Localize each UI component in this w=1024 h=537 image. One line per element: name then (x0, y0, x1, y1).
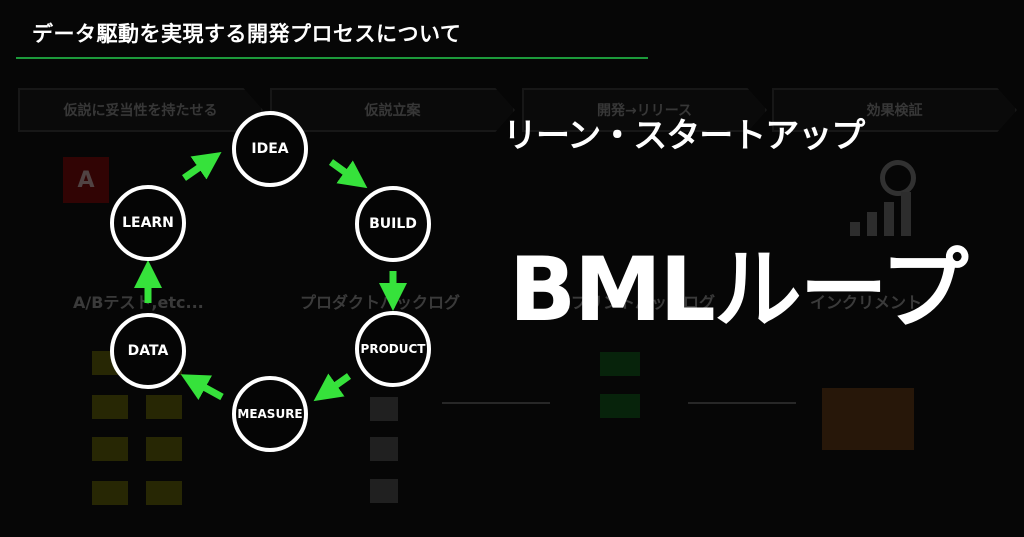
step-dev-release: 開発→リリース (522, 88, 767, 132)
label-ab-test: A/Bテスト,etc... (73, 293, 204, 312)
loop-node-learn: LEARN (110, 185, 186, 261)
ab-test-icon-label: A (77, 167, 95, 193)
loop-node-measure: MEASURE (232, 376, 308, 452)
bml-loop-heading: BMLループ (509, 238, 968, 341)
label-sprint-backlog: スプリントバックログ (555, 293, 716, 312)
flow-arrow-1 (442, 402, 550, 404)
slide-title: データ駆動を実現する開発プロセスについて (32, 22, 462, 46)
step-hypothesis-validity: 仮説に妥当性を持たせる (18, 88, 263, 132)
loop-node-data: DATA (110, 313, 186, 389)
flow-arrow-2 (688, 402, 796, 404)
step-verification: 効果検証 (772, 88, 1017, 132)
loop-node-product: PRODUCT (355, 311, 431, 387)
arrow-measure-data (180, 374, 224, 401)
arrow-learn-idea (182, 152, 222, 181)
label-increment: インクリメント (810, 293, 923, 312)
arrow-product-measure (313, 373, 352, 402)
title-underline (16, 57, 648, 59)
loop-node-idea: IDEA (232, 111, 308, 187)
arrow-idea-build (328, 159, 368, 189)
lean-startup-heading: リーン・スタートアップ (503, 116, 865, 156)
increment-box-icon (822, 388, 914, 450)
magnifier-icon (880, 160, 916, 196)
step-hypothesis: 仮説立案 (270, 88, 515, 132)
loop-node-build: BUILD (355, 186, 431, 262)
ab-test-icon: A (63, 157, 109, 203)
